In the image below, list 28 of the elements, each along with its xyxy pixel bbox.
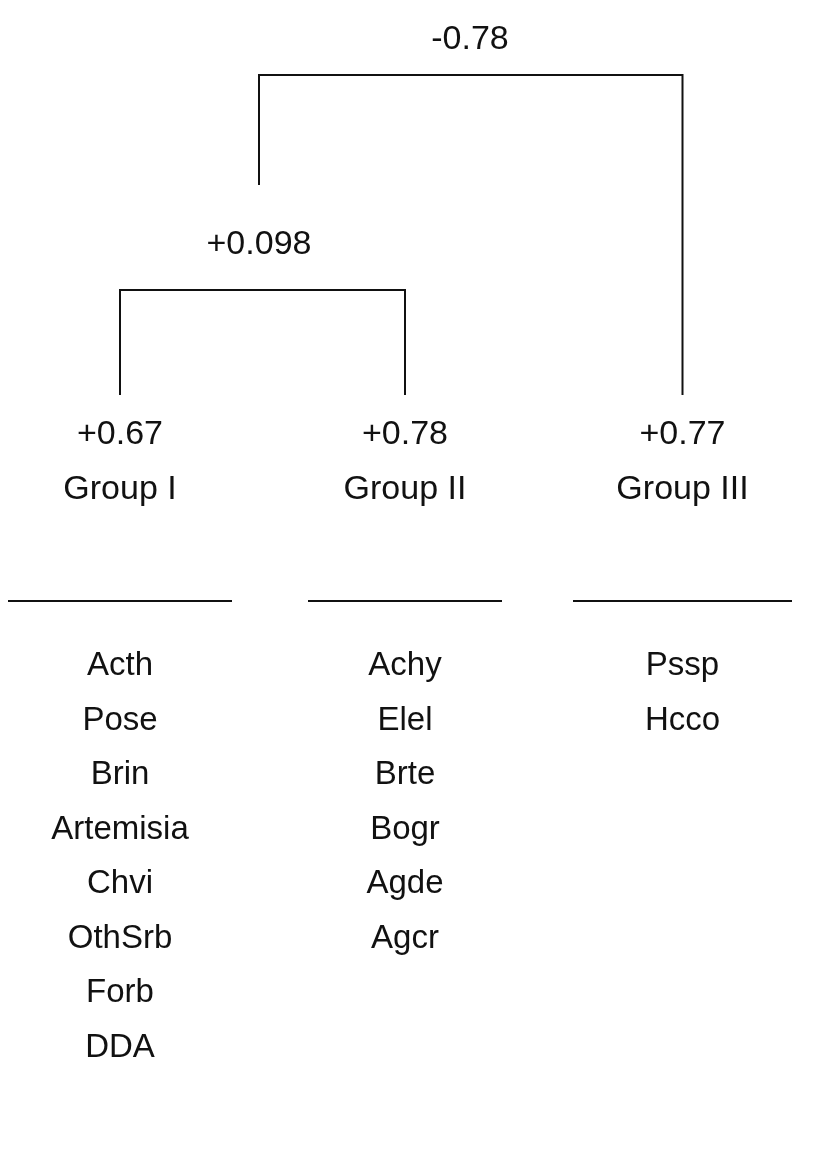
species-code: Achy xyxy=(367,644,443,684)
species-code: OthSrb xyxy=(66,916,174,957)
correlation-value: +0.67 xyxy=(76,412,164,453)
species-code: Agde xyxy=(365,862,445,902)
species-code: Brin xyxy=(89,753,151,793)
species-code: Hcco xyxy=(643,698,722,739)
species-code: Agcr xyxy=(370,916,440,957)
species-code: Acth xyxy=(85,644,154,684)
correlation-value: +0.098 xyxy=(205,222,313,263)
dendrogram-bracket xyxy=(119,289,260,396)
species-code: Brte xyxy=(373,753,437,793)
species-code: Bogr xyxy=(369,807,441,848)
species-code: Elel xyxy=(376,698,434,739)
group-title: Group I xyxy=(62,467,178,508)
dendrogram-bracket xyxy=(258,289,406,396)
species-code: Artemisia xyxy=(50,807,190,848)
species-code: Forb xyxy=(85,971,155,1011)
dendrogram-bracket xyxy=(469,74,684,396)
group-title: Group II xyxy=(342,467,468,508)
correlation-value: +0.78 xyxy=(361,412,449,453)
group-title: Group III xyxy=(615,467,750,508)
correlation-value: +0.77 xyxy=(638,412,727,453)
species-code: Chvi xyxy=(86,862,154,902)
species-code: Pssp xyxy=(644,644,721,684)
dendrogram-bracket xyxy=(258,74,471,186)
species-code: Pose xyxy=(81,698,159,739)
correlation-value: -0.78 xyxy=(430,17,510,58)
species-code: DDA xyxy=(84,1025,156,1066)
